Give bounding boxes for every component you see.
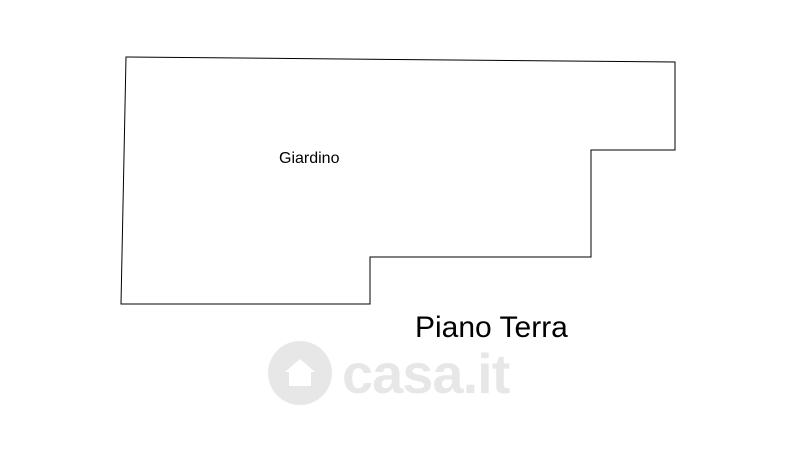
giardino-outline — [120, 56, 676, 305]
room-label-giardino: Giardino — [279, 150, 340, 167]
floor-title: Piano Terra — [415, 311, 568, 344]
